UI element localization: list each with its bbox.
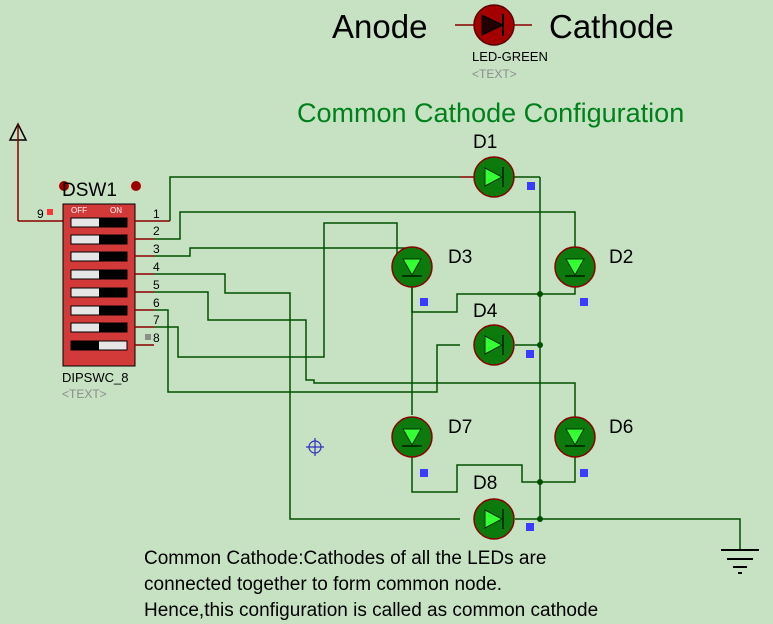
description-line: Hence,this configuration is called as co… <box>144 600 599 621</box>
led-d4[interactable] <box>473 324 534 366</box>
dsw1-slider-4[interactable] <box>70 269 128 280</box>
legend-part-text: <TEXT> <box>472 67 517 81</box>
dsw1-slider-3[interactable] <box>70 251 128 262</box>
led-d1[interactable] <box>460 156 535 198</box>
ground-symbol <box>721 549 759 574</box>
dsw1-pin-label: 7 <box>153 313 160 327</box>
led-d1-label: D1 <box>473 132 497 153</box>
description-text: Common Cathode:Cathodes of all the LEDs … <box>144 546 764 624</box>
led-d8-label: D8 <box>473 473 497 494</box>
dsw1-slider-2[interactable] <box>70 234 128 245</box>
dsw1-pin-label: 4 <box>153 260 160 274</box>
led-d2-label: D2 <box>609 247 633 268</box>
dsw1-ref-label: DSW1 <box>62 180 117 201</box>
dsw1-part-name: DIPSWC_8 <box>62 370 128 385</box>
dsw1-pin-9-marker <box>47 209 53 215</box>
dsw1-slider-1[interactable] <box>70 217 128 228</box>
dsw1-pin-label: 3 <box>153 242 160 256</box>
led-d2[interactable] <box>554 246 596 306</box>
dsw1-slider-8[interactable] <box>70 340 128 351</box>
dsw1-slider-5[interactable] <box>70 287 128 298</box>
dsw1-slider-7[interactable] <box>70 322 128 333</box>
legend-part-name: LED-GREEN <box>472 49 548 64</box>
dsw1-off-label: OFF <box>71 206 87 215</box>
dip-switch-dsw1[interactable]: DSW1 OFF ON 9 1 2 3 4 5 6 7 8 <box>37 180 170 367</box>
dsw1-on-label: ON <box>110 206 122 215</box>
dsw1-pin-8-marker <box>145 334 151 340</box>
led-d8[interactable] <box>473 498 534 540</box>
legend-led-symbol <box>455 4 532 46</box>
description-line: Common Cathode:Cathodes of all the LEDs … <box>144 548 547 569</box>
led-d7[interactable] <box>391 416 433 477</box>
dsw1-pin-label: 5 <box>153 278 160 292</box>
power-terminal-symbol <box>8 122 63 222</box>
dsw1-pin-label: 2 <box>153 224 160 238</box>
led-d3[interactable] <box>391 246 433 306</box>
led-d6[interactable] <box>554 416 596 477</box>
description-line: connected together to form common node. <box>144 574 503 595</box>
led-d4-label: D4 <box>473 301 498 322</box>
led-d3-label: D3 <box>448 247 472 268</box>
led-d7-label: D7 <box>448 417 472 438</box>
crosshair-marker-icon <box>306 438 324 456</box>
led-d6-label: D6 <box>609 417 633 438</box>
legend-anode-label: Anode <box>332 8 427 45</box>
dsw1-pin-label: 8 <box>153 331 160 345</box>
dsw1-slider-6[interactable] <box>70 305 128 316</box>
dsw1-part-text: <TEXT> <box>62 387 107 401</box>
cathode-wires <box>411 176 741 549</box>
diagram-title: Common Cathode Configuration <box>297 98 684 128</box>
dsw1-pin-label: 6 <box>153 296 160 310</box>
dsw1-pin-label: 1 <box>153 207 160 221</box>
legend-cathode-label: Cathode <box>549 8 674 45</box>
dsw1-pin-9-label: 9 <box>37 207 44 221</box>
